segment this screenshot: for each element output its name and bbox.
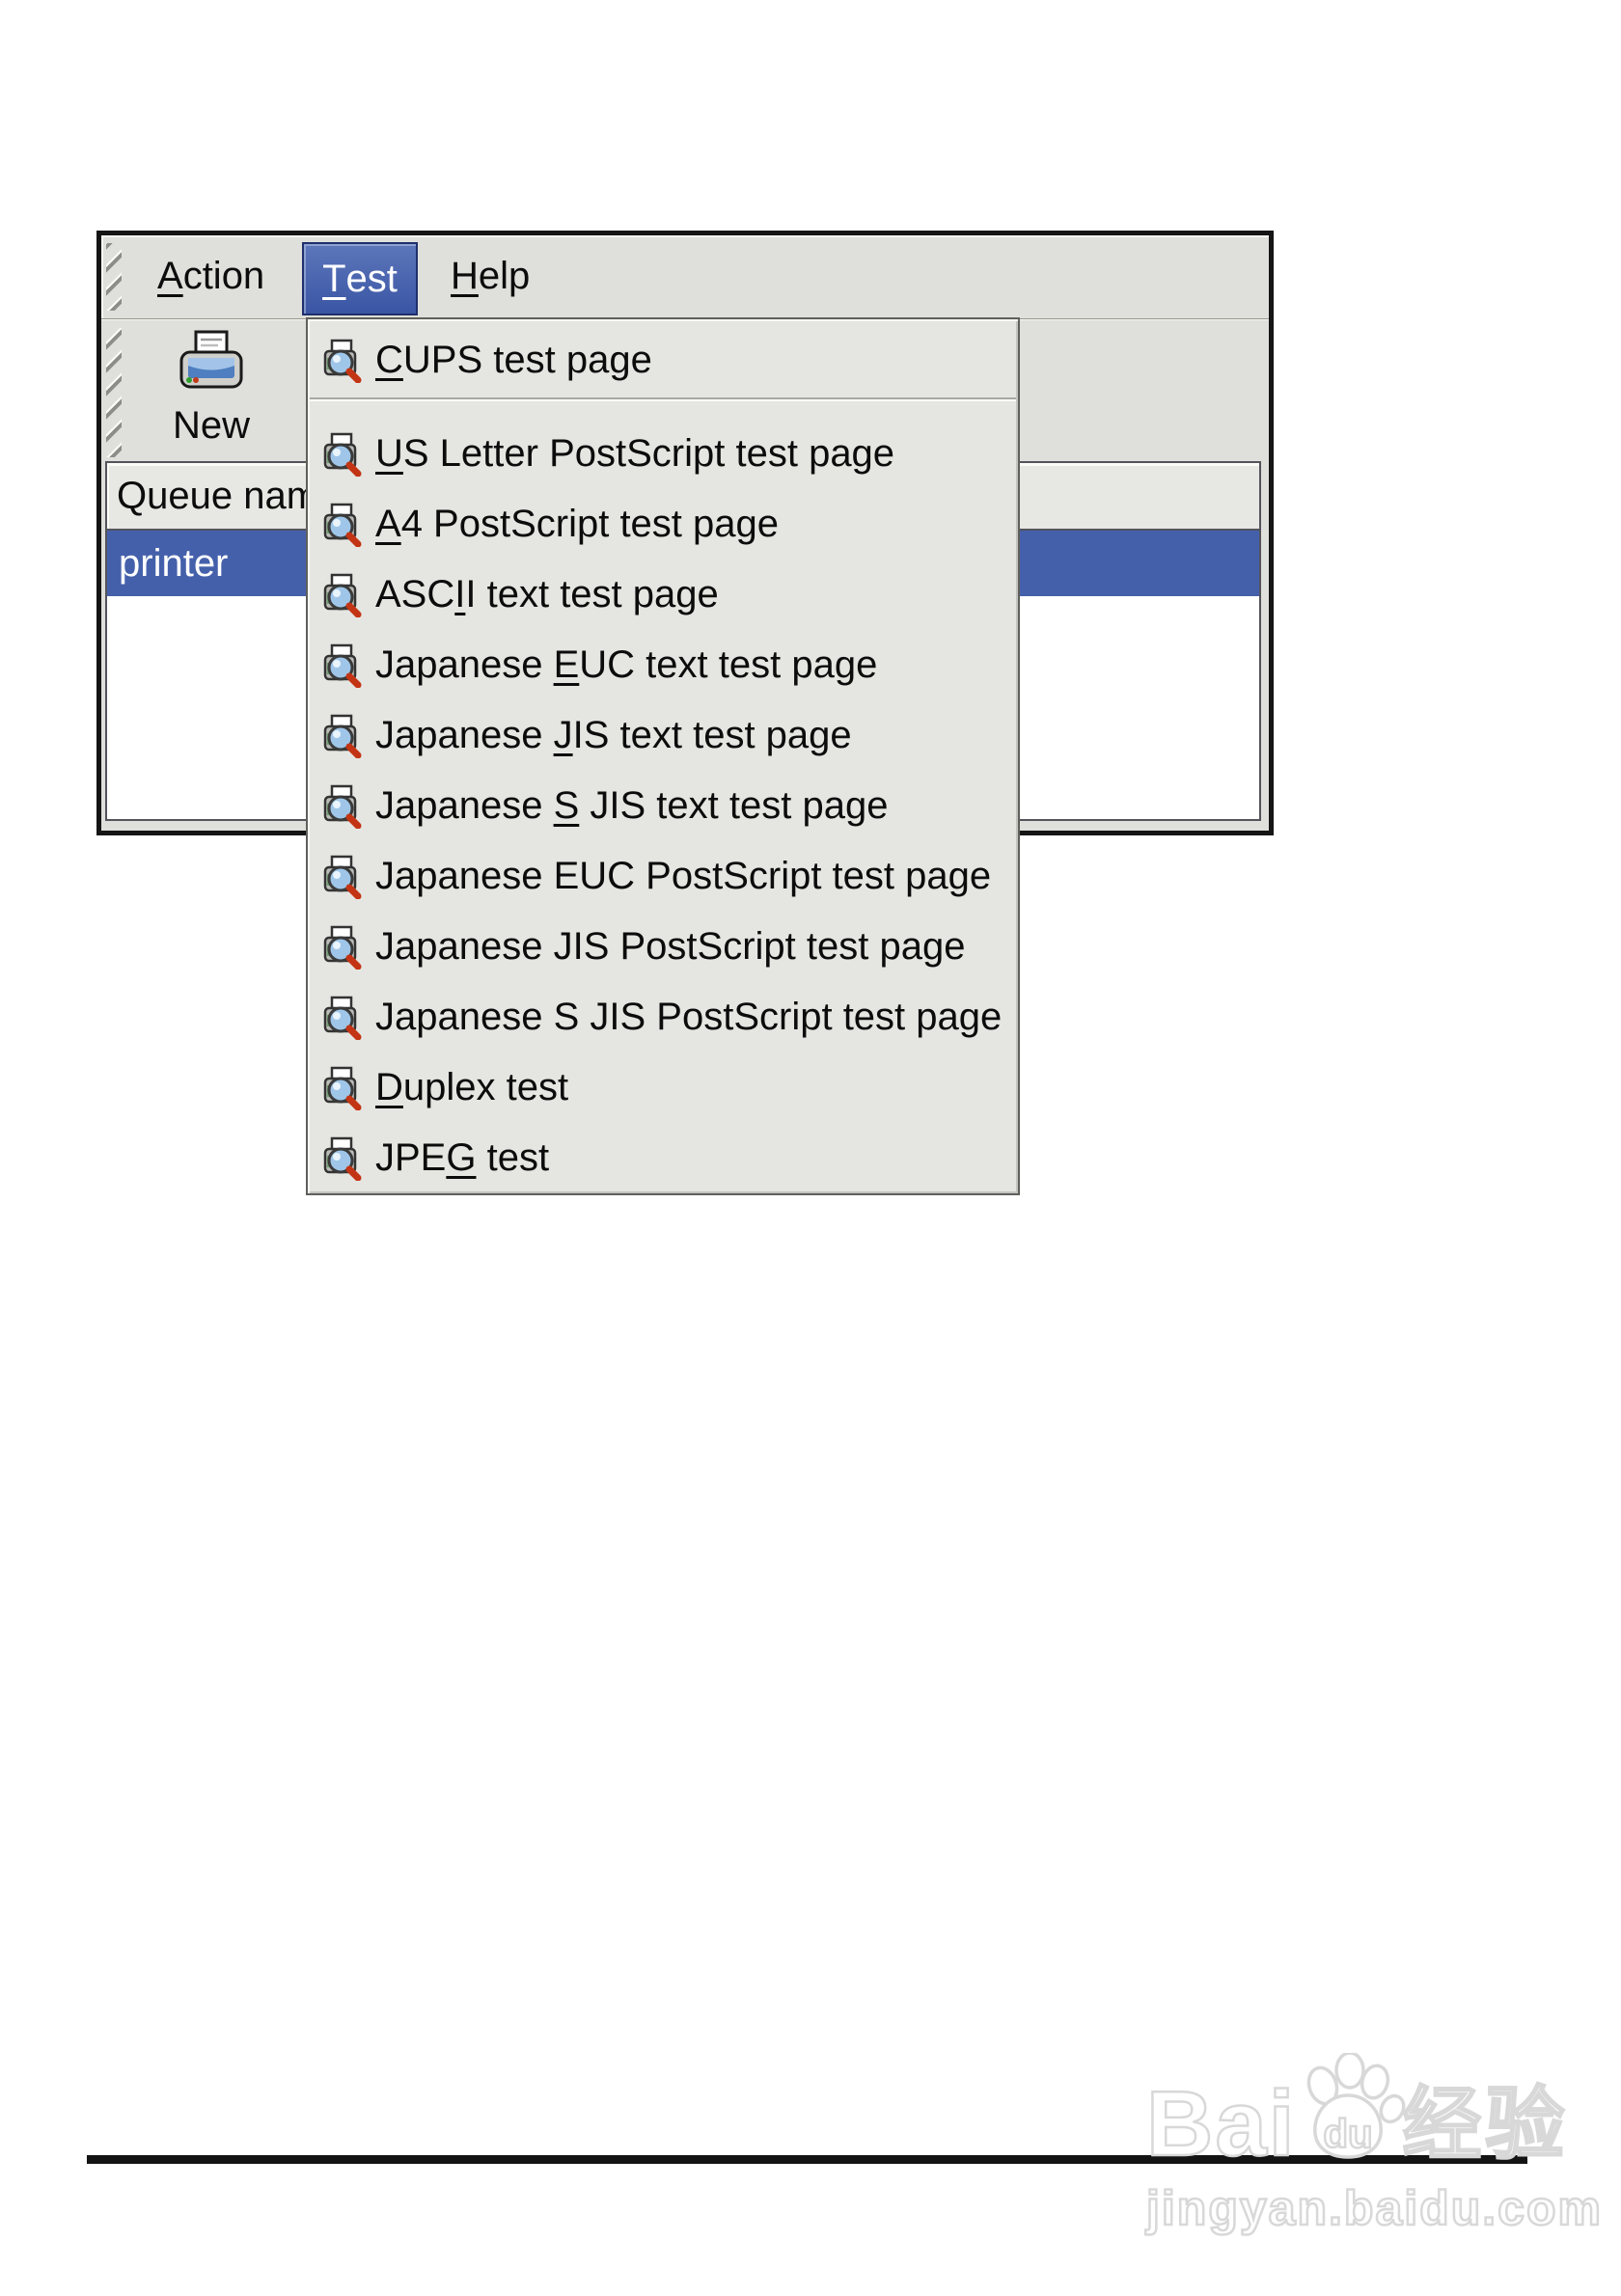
print-preview-icon xyxy=(319,784,364,829)
new-button-label: New xyxy=(172,404,251,447)
menu-item-label: Japanese EUC PostScript test page xyxy=(375,855,992,897)
menu-item-6[interactable]: Japanese JIS text test page xyxy=(308,700,1018,771)
menu-item-1[interactable]: CUPS test page xyxy=(308,325,1018,396)
printer-icon xyxy=(176,330,247,396)
baidu-watermark: Bai du 经验 jingyan.baidu.com xyxy=(1145,2051,1603,2235)
toolbar-drag-handle[interactable] xyxy=(106,328,122,457)
print-preview-icon xyxy=(319,1136,364,1181)
menu-item-10[interactable]: Japanese S JIS PostScript test page xyxy=(308,982,1018,1052)
menu-item-2[interactable]: US Letter PostScript test page xyxy=(308,419,1018,489)
print-preview-icon xyxy=(319,432,364,477)
baidu-logo-jingyan-cn: 经验 xyxy=(1401,2081,1569,2169)
print-preview-icon xyxy=(319,503,364,547)
print-preview-icon xyxy=(319,714,364,758)
menu-item-label: US Letter PostScript test page xyxy=(375,432,895,475)
menu-item-11[interactable]: Duplex test xyxy=(308,1052,1018,1123)
menu-item-label: Japanese S JIS text test page xyxy=(375,784,889,827)
menu-item-label: CUPS test page xyxy=(375,339,652,381)
menu-item-label: Duplex test xyxy=(375,1066,569,1108)
menubar-drag-handle[interactable] xyxy=(106,243,122,311)
print-preview-icon xyxy=(319,1066,364,1110)
test-menu-list: CUPS test page US Letter PostScript test… xyxy=(308,325,1018,1193)
menu-separator xyxy=(310,397,1016,401)
menu-item-3[interactable]: A4 PostScript test page xyxy=(308,489,1018,560)
menu-item-7[interactable]: Japanese S JIS text test page xyxy=(308,771,1018,841)
print-preview-icon xyxy=(319,996,364,1040)
menu-item-4[interactable]: ASCII text test page xyxy=(308,560,1018,630)
print-preview-icon xyxy=(319,643,364,688)
menu-item-8[interactable]: Japanese EUC PostScript test page xyxy=(308,841,1018,912)
print-preview-icon xyxy=(319,855,364,899)
page-divider-line xyxy=(87,2155,1527,2164)
menu-item-label: Japanese JIS text test page xyxy=(375,714,852,756)
menu-item-5[interactable]: Japanese EUC text test page xyxy=(308,630,1018,700)
menu-item-label: Japanese EUC text test page xyxy=(375,643,878,686)
menu-item-label: Japanese S JIS PostScript test page xyxy=(375,996,1003,1038)
menu-item-label: Japanese JIS PostScript test page xyxy=(375,925,966,968)
menu-item-label: ASCII text test page xyxy=(375,573,719,615)
new-queue-button[interactable]: New xyxy=(148,330,275,448)
test-menu-popup: CUPS test page US Letter PostScript test… xyxy=(306,317,1020,1195)
menu-item-9[interactable]: Japanese JIS PostScript test page xyxy=(308,912,1018,982)
baidu-paw-icon: du xyxy=(1290,2051,1408,2171)
print-preview-icon xyxy=(319,339,364,383)
svg-text:du: du xyxy=(1324,2111,1373,2156)
print-preview-icon xyxy=(319,573,364,617)
queue-header-label: Queue name xyxy=(117,475,341,517)
watermark-url: jingyan.baidu.com xyxy=(1145,2181,1603,2235)
baidu-logo: Bai du 经验 xyxy=(1145,2051,1603,2175)
queue-row-label: printer xyxy=(119,542,229,585)
baidu-logo-bai: Bai xyxy=(1145,2072,1297,2175)
print-preview-icon xyxy=(319,925,364,970)
menu-item-label: JPEG test xyxy=(375,1136,550,1179)
menu-item-12[interactable]: JPEG test xyxy=(308,1123,1018,1193)
menu-item-label: A4 PostScript test page xyxy=(375,503,780,545)
